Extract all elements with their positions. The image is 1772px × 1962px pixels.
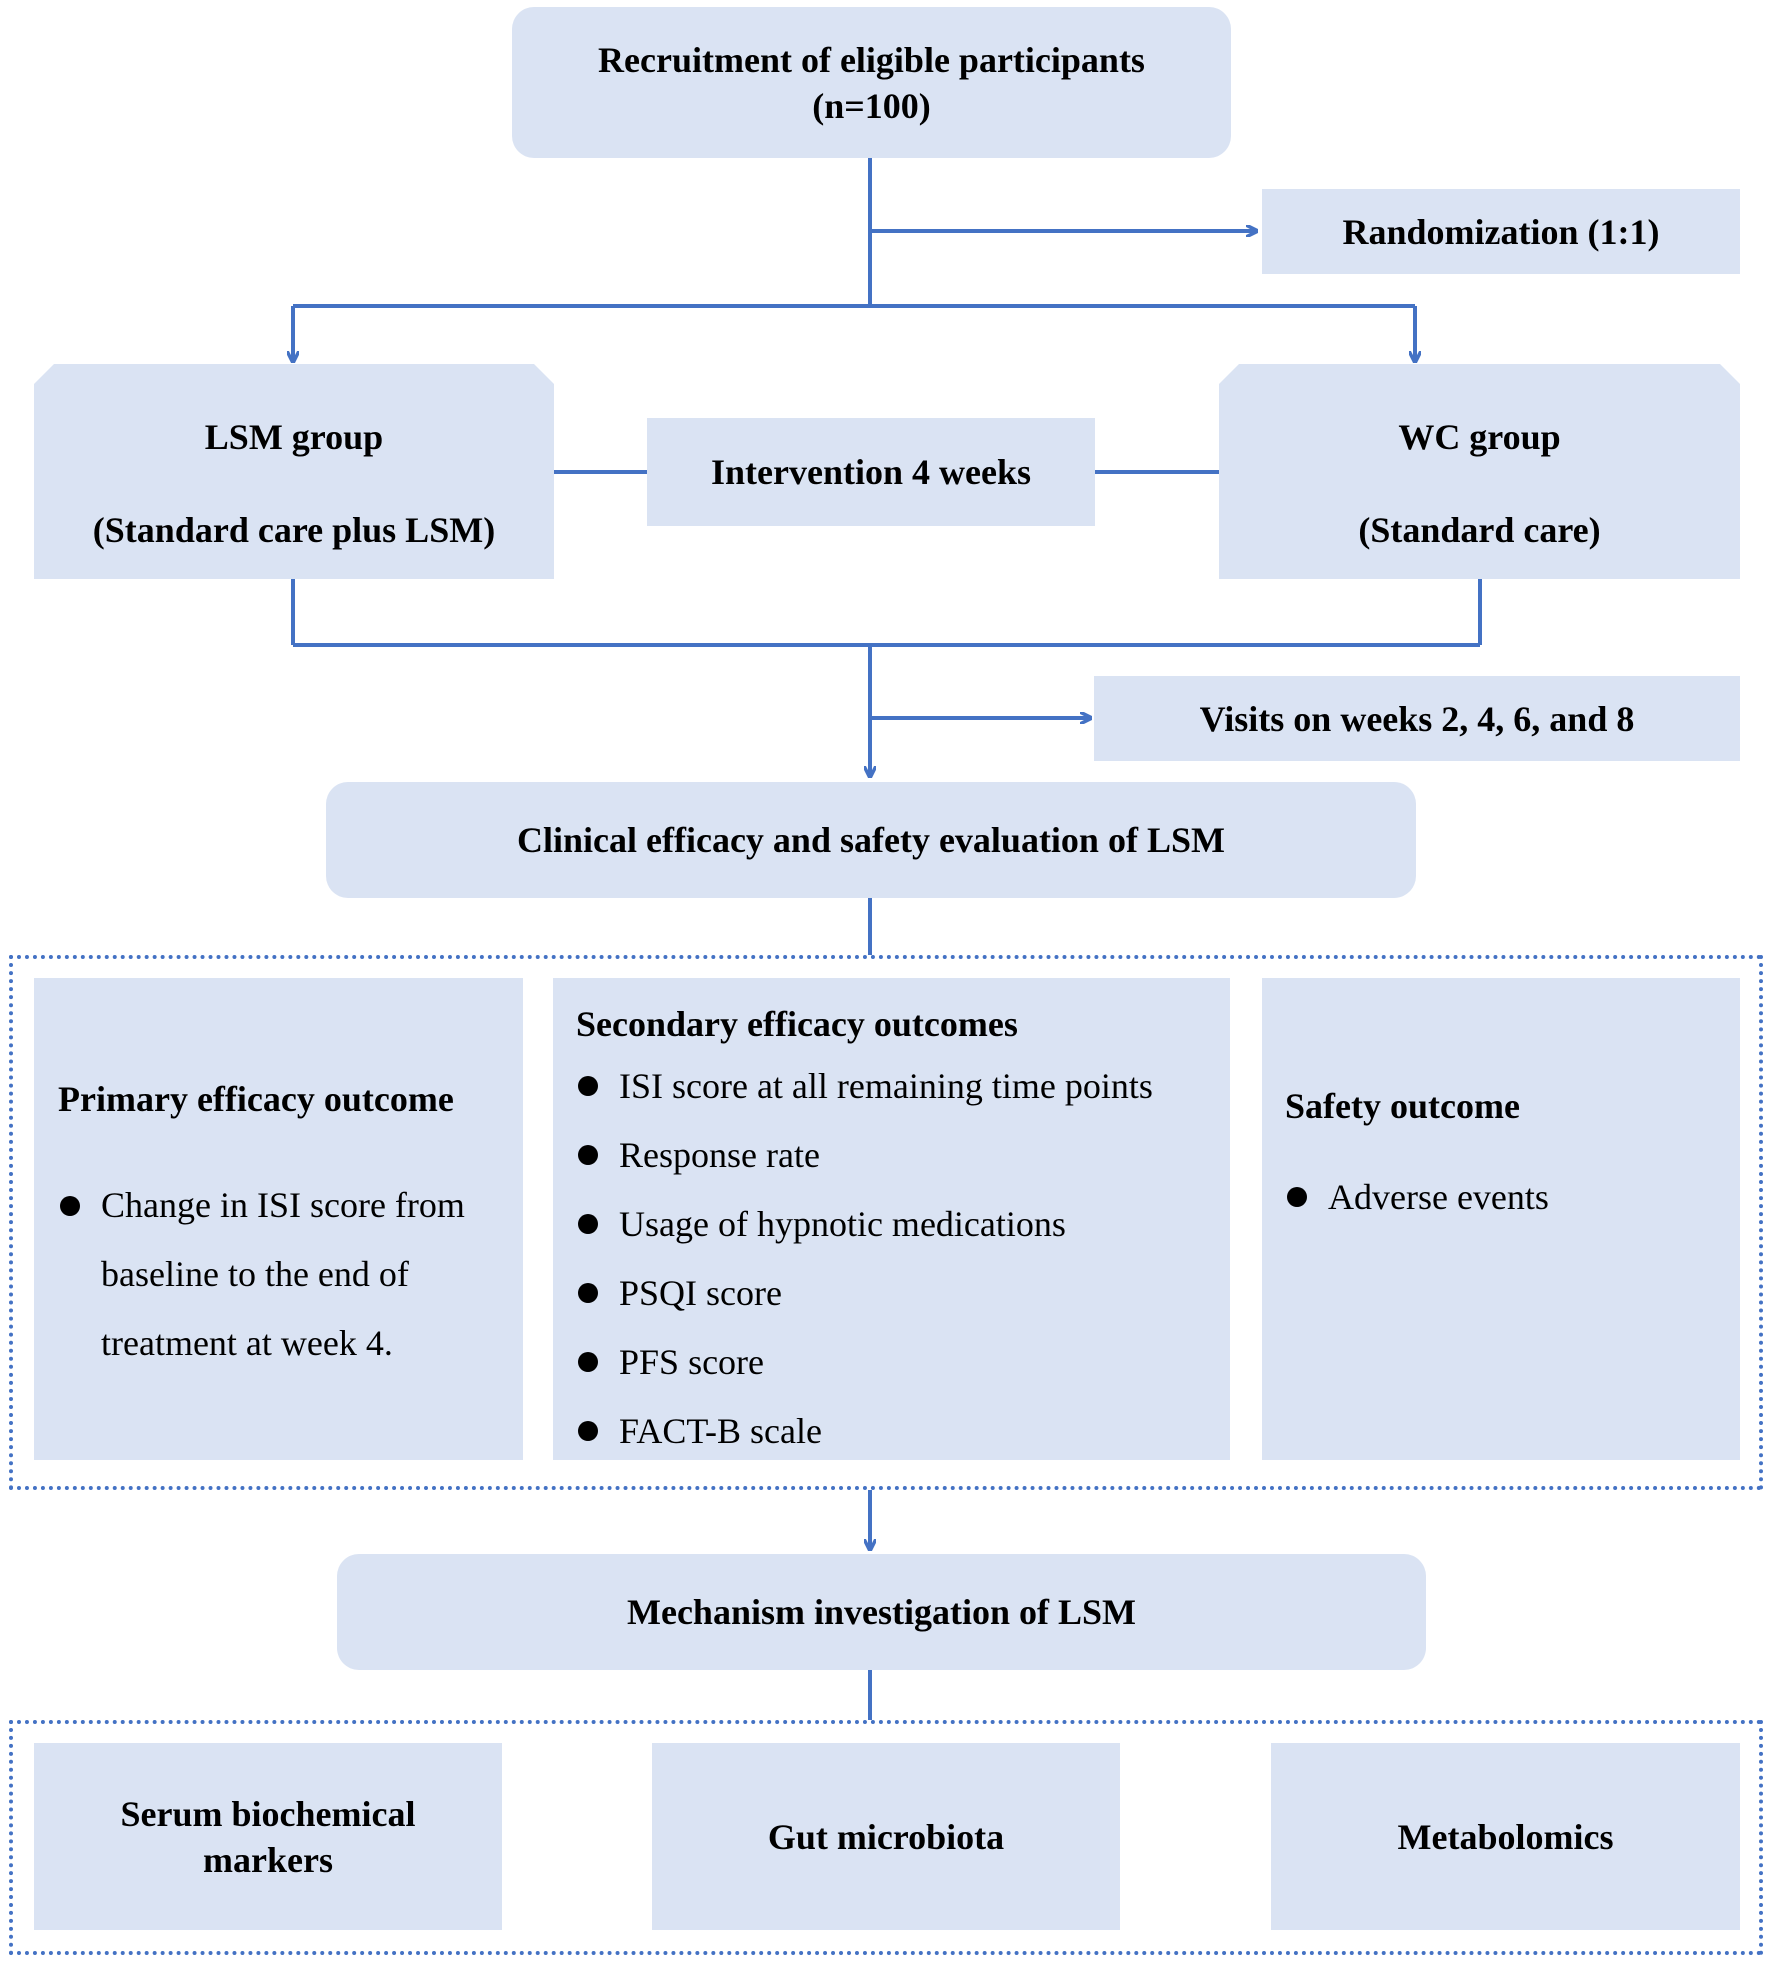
primary-outcome-item: Change in ISI score from baseline to the… <box>58 1171 508 1378</box>
metabolomics-label: Metabolomics <box>1397 1816 1614 1857</box>
recruitment-count: (n=100) <box>812 85 931 126</box>
primary-outcome-box <box>34 978 523 1460</box>
serum-markers-box: Serum biochemical markers <box>34 1743 502 1930</box>
randomization-box: Randomization (1:1) <box>1262 189 1740 274</box>
safety-outcome-item: Adverse events <box>1285 1174 1549 1220</box>
gut-microbiota-label: Gut microbiota <box>767 1816 1005 1857</box>
clinical-eval-label: Clinical efficacy and safety evaluation … <box>517 820 1225 860</box>
recruitment-title: Recruitment of eligible participants <box>598 39 1145 80</box>
recruitment-box: Recruitment of eligible participants (n=… <box>512 7 1231 158</box>
intervention-label: Intervention 4 weeks <box>711 452 1031 492</box>
safety-outcome-box <box>1262 978 1740 1460</box>
visits-box: Visits on weeks 2, 4, 6, and 8 <box>1094 676 1740 761</box>
lsm-group-box: LSM group (Standard care plus LSM) <box>34 364 554 579</box>
secondary-outcome-item: PSQI score <box>576 1270 1153 1339</box>
randomization-label: Randomization (1:1) <box>1342 211 1660 252</box>
secondary-outcome-box <box>553 978 1230 1460</box>
primary-outcome-title: Primary efficacy outcome <box>58 1079 454 1119</box>
outcomes-frame <box>9 955 1763 1490</box>
intervention-box: Intervention 4 weeks <box>647 418 1095 526</box>
secondary-outcome-list: ISI score at all remaining time points R… <box>576 1063 1153 1477</box>
wc-group-title: WC group <box>1398 417 1561 457</box>
secondary-outcome-title: Secondary efficacy outcomes <box>576 1004 1018 1044</box>
secondary-outcome-item: Usage of hypnotic medications <box>576 1201 1153 1270</box>
secondary-outcome-item: PFS score <box>576 1339 1153 1408</box>
primary-outcome-list: Change in ISI score from baseline to the… <box>58 1171 508 1378</box>
gut-microbiota-box: Gut microbiota <box>652 1743 1120 1930</box>
visits-label: Visits on weeks 2, 4, 6, and 8 <box>1199 698 1635 739</box>
mechanism-box: Mechanism investigation of LSM <box>337 1554 1426 1670</box>
wc-group-box: WC group (Standard care) <box>1219 364 1740 579</box>
safety-outcome-title: Safety outcome <box>1285 1086 1520 1126</box>
metabolomics-box: Metabolomics <box>1271 1743 1740 1930</box>
secondary-outcome-item: Response rate <box>576 1132 1153 1201</box>
safety-outcome-list: Adverse events <box>1285 1174 1549 1220</box>
lsm-group-subtitle: (Standard care plus LSM) <box>92 510 496 550</box>
serum-markers-line2: markers <box>203 1839 333 1880</box>
mechanism-frame <box>9 1720 1763 1955</box>
secondary-outcome-item: FACT-B scale <box>576 1408 1153 1477</box>
clinical-eval-box: Clinical efficacy and safety evaluation … <box>326 782 1416 898</box>
serum-markers-line1: Serum biochemical <box>120 1793 416 1834</box>
secondary-outcome-item: ISI score at all remaining time points <box>576 1063 1153 1132</box>
mechanism-label: Mechanism investigation of LSM <box>627 1592 1136 1632</box>
lsm-group-title: LSM group <box>204 417 384 457</box>
wc-group-subtitle: (Standard care) <box>1358 510 1601 550</box>
